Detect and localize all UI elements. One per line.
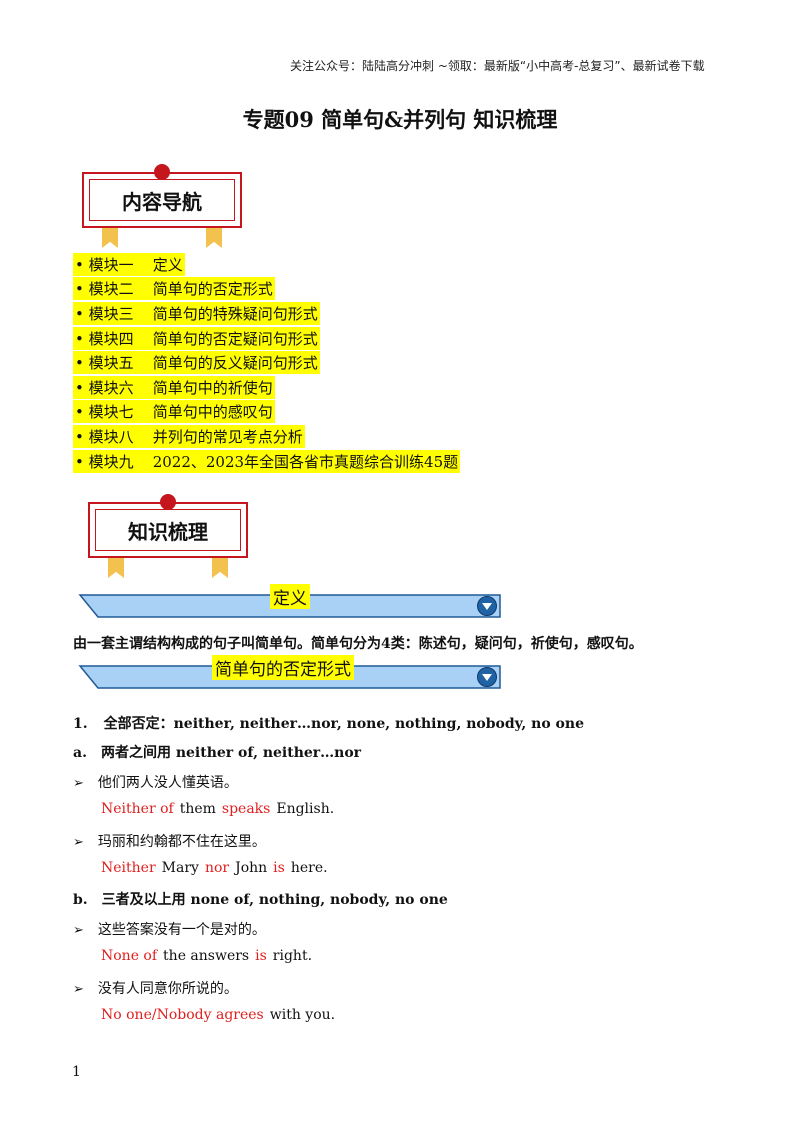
chevron-down-icon[interactable] [477, 596, 497, 616]
nav-item[interactable]: • 模块四 简单句的否定疑问句形式 [73, 326, 460, 351]
section-label: 简单句的否定形式 [212, 655, 354, 680]
ribbon-icon [102, 226, 118, 248]
nav-item[interactable]: • 模块六 简单句中的祈使句 [73, 375, 460, 400]
chevron-down-icon[interactable] [477, 667, 497, 687]
badge-content-nav: 内容导航 [82, 164, 242, 248]
ribbon-icon [206, 226, 222, 248]
nav-item[interactable]: • 模块三 简单句的特殊疑问句形式 [73, 301, 460, 326]
arrow-bullet-icon: ➢ [73, 923, 84, 938]
arrow-bullet-icon: ➢ [73, 776, 84, 791]
page-number: 1 [72, 1064, 81, 1080]
ribbon-icon [212, 556, 228, 578]
badge-knowledge: 知识梳理 [88, 494, 248, 578]
page-title: 专题09 简单句&并列句 知识梳理 [242, 107, 558, 132]
point-a: a.两者之间用 neither of, neither…nor [73, 745, 362, 761]
header-note: 关注公众号：陆陆高分冲刺 ~领取：最新版“小中高考-总复习”、最新试卷下载 [290, 59, 705, 73]
badge-label: 知识梳理 [95, 509, 241, 551]
point-1: 1.全部否定：neither, neither…nor, none, nothi… [73, 716, 584, 732]
badge-label: 内容导航 [89, 179, 235, 221]
pin-icon [154, 164, 170, 180]
module-nav-list: • 模块一 定义 • 模块二 简单句的否定形式 • 模块三 简单句的特殊疑问句形… [73, 252, 461, 474]
example-cn: ➢他们两人没人懂英语。 [73, 775, 238, 791]
example-cn: ➢这些答案没有一个是对的。 [73, 922, 266, 938]
arrow-bullet-icon: ➢ [73, 982, 84, 997]
badge-frame: 知识梳理 [88, 502, 248, 558]
example-cn: ➢玛丽和约翰都不住在这里。 [73, 834, 266, 850]
nav-item[interactable]: • 模块一 定义 [73, 252, 460, 277]
section-bar-negative[interactable]: 简单句的否定形式 [76, 655, 504, 689]
nav-item[interactable]: • 模块五 简单句的反义疑问句形式 [73, 350, 460, 375]
nav-item[interactable]: • 模块二 简单句的否定形式 [73, 277, 460, 302]
nav-item[interactable]: • 模块八 并列句的常见考点分析 [73, 424, 460, 449]
ribbon-icon [108, 556, 124, 578]
nav-item[interactable]: • 模块九 2022、2023年全国各省市真题综合训练45题 [73, 449, 461, 474]
section-label: 定义 [270, 584, 310, 609]
arrow-bullet-icon: ➢ [73, 835, 84, 850]
example-cn: ➢没有人同意你所说的。 [73, 981, 238, 997]
nav-item[interactable]: • 模块七 简单句中的感叹句 [73, 400, 460, 425]
section-bar-definition[interactable]: 定义 [76, 584, 504, 618]
definition-text: 由一套主谓结构构成的句子叫简单句。简单句分为4类：陈述句，疑问句，祈使句，感叹句… [73, 636, 643, 652]
badge-frame: 内容导航 [82, 172, 242, 228]
point-b: b.三者及以上用 none of, nothing, nobody, no on… [73, 892, 448, 908]
pin-icon [160, 494, 176, 510]
